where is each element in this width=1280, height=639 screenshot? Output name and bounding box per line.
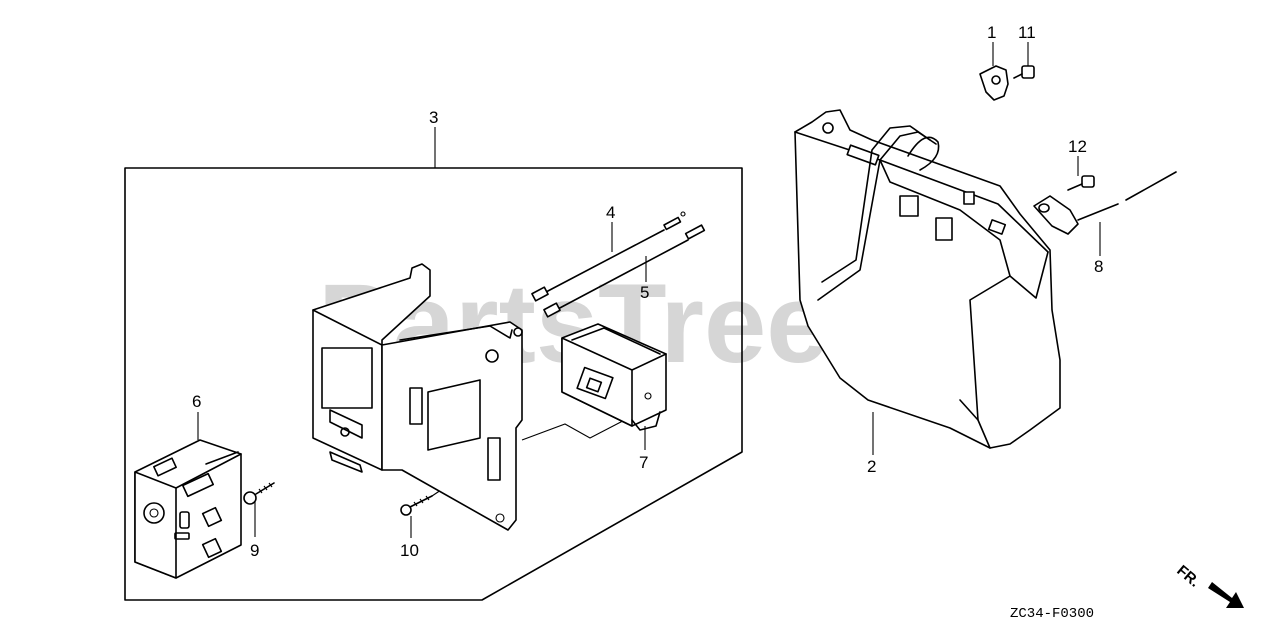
- callout-3: 3: [429, 108, 438, 127]
- front-direction-arrow-icon: FR.: [1173, 562, 1244, 608]
- diagram-code: ZC34-F0300: [1010, 606, 1094, 622]
- part-4-wire[interactable]: [531, 211, 686, 302]
- part-1-clamp[interactable]: [979, 65, 1009, 101]
- leader-lines: [197, 42, 1101, 538]
- callout-11: 11: [1018, 23, 1036, 42]
- harness-wire: [521, 411, 641, 441]
- callout-1: 1: [987, 23, 996, 42]
- callout-5: 5: [640, 283, 649, 302]
- panel-assembly-outline: [124, 167, 743, 601]
- callout-2: 2: [867, 457, 876, 476]
- part-2-cover[interactable]: [794, 109, 1061, 449]
- part-9-screw[interactable]: [243, 482, 275, 505]
- part-6-receptacle[interactable]: [134, 439, 242, 579]
- callout-6: 6: [192, 392, 201, 411]
- callout-12: 12: [1068, 137, 1087, 156]
- part-8-connector[interactable]: [1033, 171, 1177, 235]
- control-panel-bracket[interactable]: [312, 263, 523, 531]
- part-7-switch-block[interactable]: [561, 323, 667, 431]
- callout-4: 4: [606, 203, 615, 222]
- callout-9: 9: [250, 541, 259, 560]
- callout-8: 8: [1094, 257, 1103, 276]
- callout-7: 7: [639, 453, 648, 472]
- part-12-bolt[interactable]: [1067, 175, 1095, 191]
- callout-10: 10: [400, 541, 419, 560]
- direction-label: FR.: [1173, 562, 1202, 591]
- part-5-wire[interactable]: [543, 224, 706, 318]
- part-11-bolt[interactable]: [1013, 65, 1035, 79]
